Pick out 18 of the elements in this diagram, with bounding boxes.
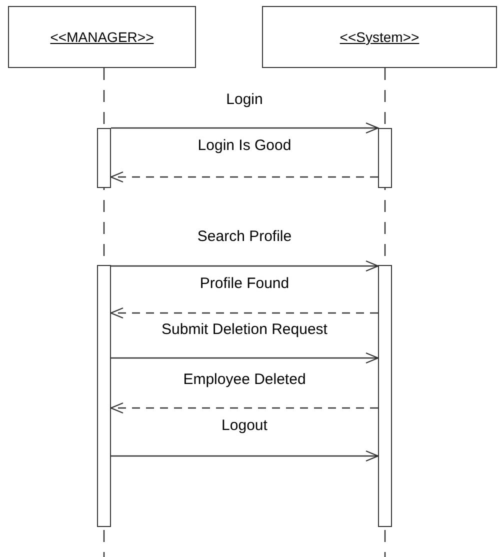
message-label: Employee Deleted — [181, 371, 308, 389]
activation-bar — [97, 128, 111, 188]
message-arrow — [111, 122, 379, 134]
activation-bar — [378, 128, 392, 188]
activation-bar — [378, 265, 392, 527]
message-label: Submit Deletion Request — [160, 321, 330, 339]
message-label: Login Is Good — [196, 137, 294, 155]
activation-bar — [97, 265, 111, 527]
message-arrow — [111, 352, 379, 364]
lifeline-head-box: <<MANAGER>> — [8, 6, 196, 68]
return-message-arrow — [110, 171, 378, 183]
return-message-arrow — [110, 307, 378, 319]
message-label: Login — [224, 91, 265, 109]
return-message-arrow — [110, 402, 378, 414]
message-label: Logout — [220, 417, 270, 435]
message-arrow — [111, 260, 379, 272]
message-arrow — [111, 450, 379, 462]
lifeline-head-box: <<System>> — [262, 6, 497, 68]
